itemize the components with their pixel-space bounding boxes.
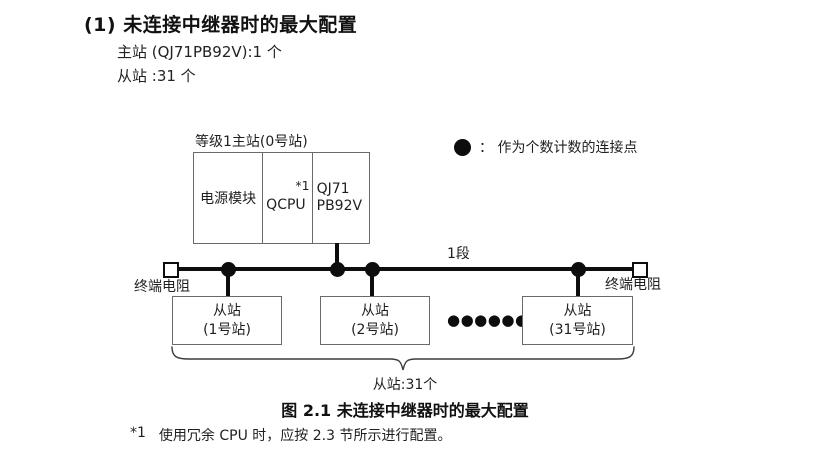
pb92v-label-line1: QJ71 bbox=[316, 180, 350, 197]
slave-label: 从站 bbox=[563, 302, 592, 319]
brace-label: 从站:31个 bbox=[372, 377, 438, 393]
cpu-label: QCPU bbox=[266, 197, 306, 213]
slave-number: (2号站) bbox=[351, 321, 399, 338]
segment-label: 1段 bbox=[447, 246, 470, 262]
legend-text: ： 作为个数计数的连接点 bbox=[479, 140, 638, 156]
footnote-marker: *1 bbox=[130, 425, 146, 441]
terminating-resistor-left-icon bbox=[163, 262, 179, 278]
slave-label: 从站 bbox=[361, 302, 389, 319]
power-module-label: 电源模块 bbox=[200, 191, 257, 207]
connection-point-dot bbox=[571, 262, 586, 277]
connection-point-dot bbox=[365, 262, 380, 277]
slave1-drop-line bbox=[226, 270, 230, 297]
slave-station-2-box: 从站 (2号站) bbox=[320, 296, 430, 345]
legend: ： 作为个数计数的连接点 bbox=[454, 137, 637, 157]
slave-count-line: 从站 :31 个 bbox=[117, 67, 196, 85]
pb92v-cell: QJ71 PB92V bbox=[313, 153, 369, 243]
bus-line bbox=[172, 267, 636, 271]
brace bbox=[171, 346, 635, 371]
footnote-text: 使用冗余 CPU 时，应按 2.3 节所示进行配置。 bbox=[158, 428, 452, 444]
section-title: (1) 未连接中继器时的最大配置 bbox=[84, 14, 358, 36]
connection-point-dot bbox=[330, 262, 345, 277]
slave-label: 从站 bbox=[213, 302, 241, 319]
footnote: *1 使用冗余 CPU 时，应按 2.3 节所示进行配置。 bbox=[130, 425, 451, 445]
terminating-resistor-right-icon bbox=[632, 262, 648, 278]
master-station-box: 电源模块 *1 QCPU QJ71 PB92V bbox=[193, 152, 370, 244]
cpu-cell: *1 QCPU bbox=[263, 153, 313, 243]
master-group-label: 等级1主站(0号站) bbox=[195, 134, 308, 150]
slave-number: (1号站) bbox=[203, 321, 251, 338]
slave31-drop-line bbox=[576, 270, 580, 297]
slave-number: (31号站) bbox=[549, 321, 606, 338]
master-drop-line bbox=[335, 243, 339, 269]
terminating-resistor-left-label: 终端电阻 bbox=[134, 279, 190, 295]
figure-caption: 图 2.1 未连接中继器时的最大配置 bbox=[281, 401, 529, 420]
slave2-drop-line bbox=[370, 270, 374, 297]
slave-station-31-box: 从站 (31号站) bbox=[522, 296, 633, 345]
terminating-resistor-right-label: 终端电阻 bbox=[605, 277, 661, 293]
slave-station-1-box: 从站 (1号站) bbox=[172, 296, 282, 345]
ellipsis-dots: ●●●●●● bbox=[447, 311, 529, 329]
pb92v-label-line2: PB92V bbox=[316, 198, 363, 214]
master-count-line: 主站 (QJ71PB92V):1 个 bbox=[117, 43, 282, 61]
power-module-cell: 电源模块 bbox=[194, 153, 264, 243]
connection-point-dot bbox=[221, 262, 236, 277]
cpu-footnote-marker: *1 bbox=[295, 178, 310, 193]
connection-point-icon bbox=[454, 138, 471, 156]
